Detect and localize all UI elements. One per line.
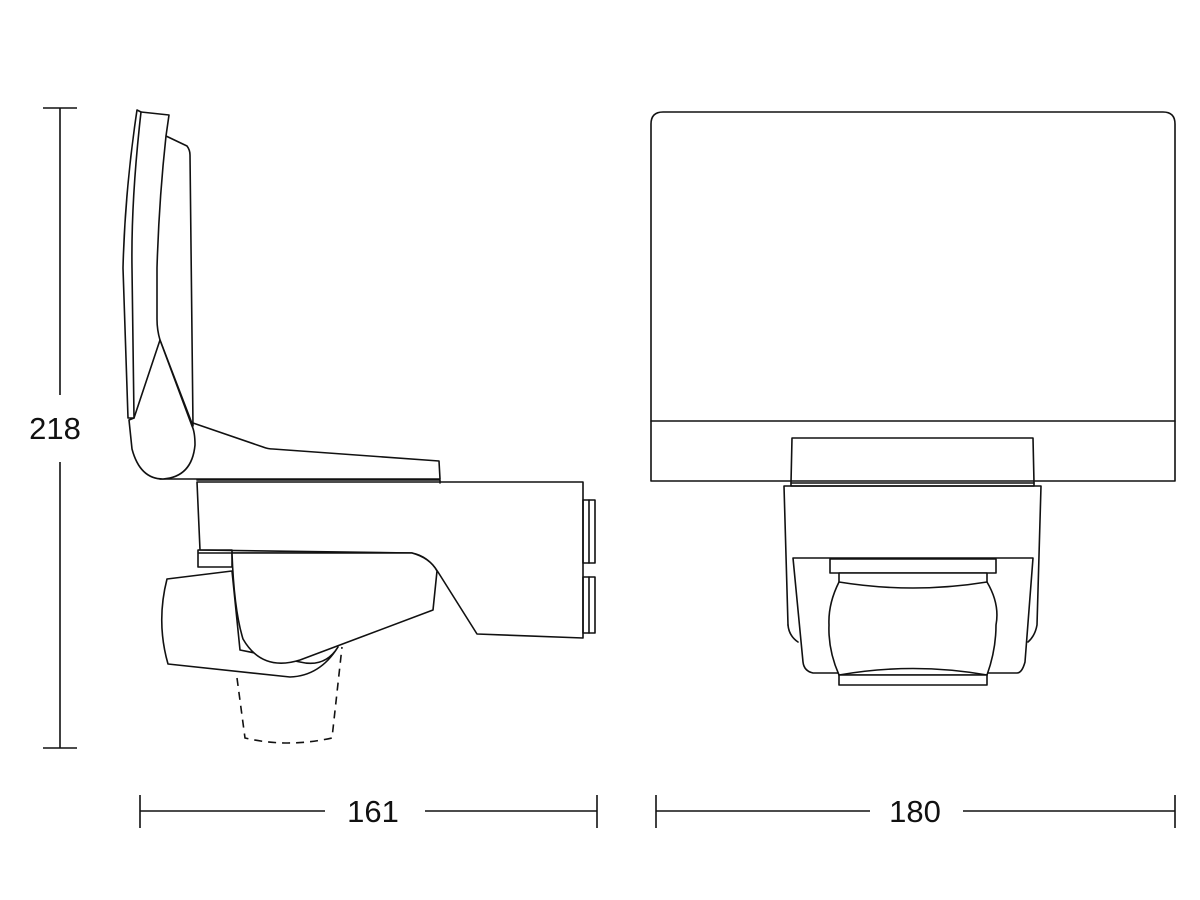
sensor-pod bbox=[160, 570, 339, 678]
depth-label: 161 bbox=[347, 794, 399, 829]
lamp-head-back bbox=[140, 111, 194, 427]
depth-dimension: 161 bbox=[139, 794, 598, 829]
lens-bottom-band bbox=[838, 674, 988, 686]
front-glass bbox=[122, 109, 142, 419]
side-view bbox=[122, 109, 596, 744]
width-label: 180 bbox=[889, 794, 941, 829]
hinge bbox=[128, 339, 196, 480]
front-view bbox=[650, 111, 1176, 686]
sensor-swivel-range bbox=[236, 646, 343, 744]
width-dimension: 180 bbox=[655, 794, 1176, 829]
front-arm bbox=[790, 437, 1035, 484]
front-bracket bbox=[783, 485, 1042, 643]
front-housing bbox=[650, 111, 1176, 482]
side-arm bbox=[159, 422, 441, 480]
side-base-plate bbox=[196, 479, 441, 484]
height-label: 218 bbox=[29, 411, 81, 446]
sensor-head bbox=[231, 552, 438, 664]
height-dimension: 218 bbox=[29, 107, 81, 749]
front-sensor-cap bbox=[829, 558, 997, 574]
